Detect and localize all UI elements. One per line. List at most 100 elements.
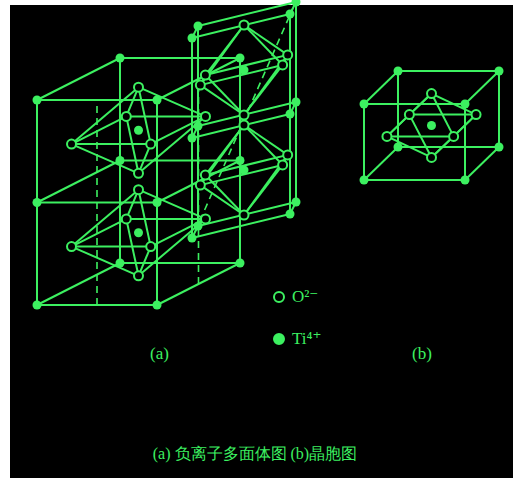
o-ion xyxy=(240,121,249,130)
lattice-line xyxy=(200,125,244,185)
lattice-lines xyxy=(37,2,499,305)
o-ion xyxy=(67,140,76,149)
ti-ion xyxy=(33,96,42,105)
o-ion xyxy=(283,50,292,59)
o-ion xyxy=(427,153,436,162)
o-ion xyxy=(201,71,210,80)
o-ion xyxy=(240,111,249,120)
black-ground xyxy=(10,5,513,478)
legend-sample xyxy=(272,332,286,346)
o-ion xyxy=(405,110,414,119)
lattice-line xyxy=(498,71,500,147)
ti-ion xyxy=(134,126,143,135)
lattice-line xyxy=(387,136,432,157)
o-ion xyxy=(382,132,391,141)
o-ion xyxy=(240,211,249,220)
ti-ion xyxy=(461,176,470,185)
lattice-line xyxy=(465,147,499,180)
lattice-line xyxy=(432,94,454,137)
o-ion xyxy=(196,81,205,90)
ti-ion xyxy=(461,100,470,109)
lattice-line xyxy=(364,179,465,181)
o-ion xyxy=(122,214,131,223)
legend-text: Ti⁴⁺ xyxy=(292,328,321,349)
lattice-line xyxy=(120,262,240,264)
o-ion xyxy=(201,112,210,121)
lattice-line xyxy=(244,155,288,215)
lattice-line xyxy=(205,75,244,115)
dashed-line xyxy=(96,100,98,305)
lattice-line xyxy=(126,115,205,117)
lattice-line xyxy=(364,147,398,180)
lattice-line xyxy=(244,165,283,215)
lattice-line xyxy=(387,94,432,137)
ti-ion xyxy=(194,22,203,31)
ti-ion xyxy=(292,198,301,207)
lattice-line xyxy=(139,190,151,247)
ti-ion xyxy=(153,96,162,105)
lattice-line xyxy=(198,202,296,226)
o-ion xyxy=(283,150,292,159)
ti-ion xyxy=(360,176,369,185)
lattice-line xyxy=(364,71,398,104)
o-ion xyxy=(122,112,131,121)
ti-ion xyxy=(427,121,436,130)
lattice-line xyxy=(120,160,240,162)
o-ion xyxy=(201,171,210,180)
atoms xyxy=(33,0,504,310)
lattice-line xyxy=(72,246,151,248)
ti-ion xyxy=(495,67,504,76)
ti-ion xyxy=(236,54,245,63)
lattice-line xyxy=(139,87,151,144)
lattice-line xyxy=(126,116,138,173)
lattice-line xyxy=(126,219,138,276)
lattice-line xyxy=(72,247,139,276)
lattice-line xyxy=(126,218,205,220)
ti-ion xyxy=(194,222,203,231)
ti-ion xyxy=(188,134,197,143)
figure-label: (b) xyxy=(412,344,432,364)
ti-ion xyxy=(286,10,295,19)
ti-ion xyxy=(188,234,197,243)
lattice-line xyxy=(398,70,499,72)
lattice-line xyxy=(139,219,206,276)
ti-ion xyxy=(286,110,295,119)
lattice-line xyxy=(465,71,499,104)
ti-ion xyxy=(134,228,143,237)
ti-ion xyxy=(153,301,162,310)
lattice-line xyxy=(72,143,151,145)
lattice-line xyxy=(37,58,120,100)
lattice-line xyxy=(37,263,120,305)
lattice-line xyxy=(200,25,244,85)
lattice-line xyxy=(72,144,139,173)
lattice-line xyxy=(200,185,244,215)
legend-entry: Ti⁴⁺ xyxy=(272,328,321,349)
ti-ion xyxy=(240,66,249,75)
ti-ion xyxy=(360,100,369,109)
lattice-line xyxy=(432,94,477,115)
ti-ion xyxy=(116,54,125,63)
o-ion xyxy=(472,110,481,119)
lattice-line xyxy=(200,85,244,115)
ti-ion xyxy=(495,143,504,152)
lattice-line xyxy=(409,115,431,158)
ti-ion xyxy=(116,156,125,165)
lattice-line xyxy=(139,87,206,116)
o-ion xyxy=(134,83,143,92)
ti-ion xyxy=(33,301,42,310)
o-ion xyxy=(134,185,143,194)
ti-ion xyxy=(394,143,403,152)
lattice-line xyxy=(72,87,139,144)
lattice-line xyxy=(192,14,290,38)
lattice-line xyxy=(37,161,120,203)
ti-ion xyxy=(33,198,42,207)
o-ion xyxy=(146,140,155,149)
ti-ion xyxy=(292,98,301,107)
lattice-line xyxy=(139,190,206,219)
lattice-line xyxy=(72,190,139,247)
ti-ion xyxy=(116,259,125,268)
lattice-line xyxy=(205,25,244,75)
o-ion xyxy=(201,214,210,223)
